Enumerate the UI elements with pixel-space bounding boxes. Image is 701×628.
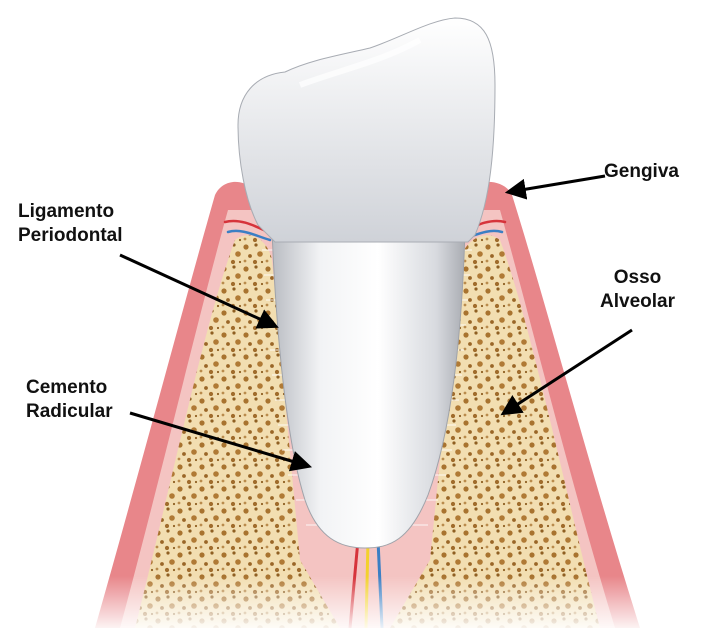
label-gengiva-line1: Gengiva: [604, 160, 679, 184]
label-osso-line2: Alveolar: [600, 290, 675, 314]
label-cemento-line1: Cemento: [26, 376, 113, 400]
tooth-crown: [238, 18, 495, 242]
label-ligamento-line2: Periodontal: [18, 224, 123, 248]
label-gengiva: Gengiva: [604, 160, 679, 184]
label-osso-line1: Osso: [600, 266, 675, 290]
label-osso-alveolar: Osso Alveolar: [600, 266, 675, 314]
label-ligamento-periodontal: Ligamento Periodontal: [18, 200, 123, 248]
arrow-gengiva: [509, 176, 605, 192]
label-cemento-line2: Radicular: [26, 400, 113, 424]
label-cemento-radicular: Cemento Radicular: [26, 376, 113, 424]
label-ligamento-line1: Ligamento: [18, 200, 123, 224]
